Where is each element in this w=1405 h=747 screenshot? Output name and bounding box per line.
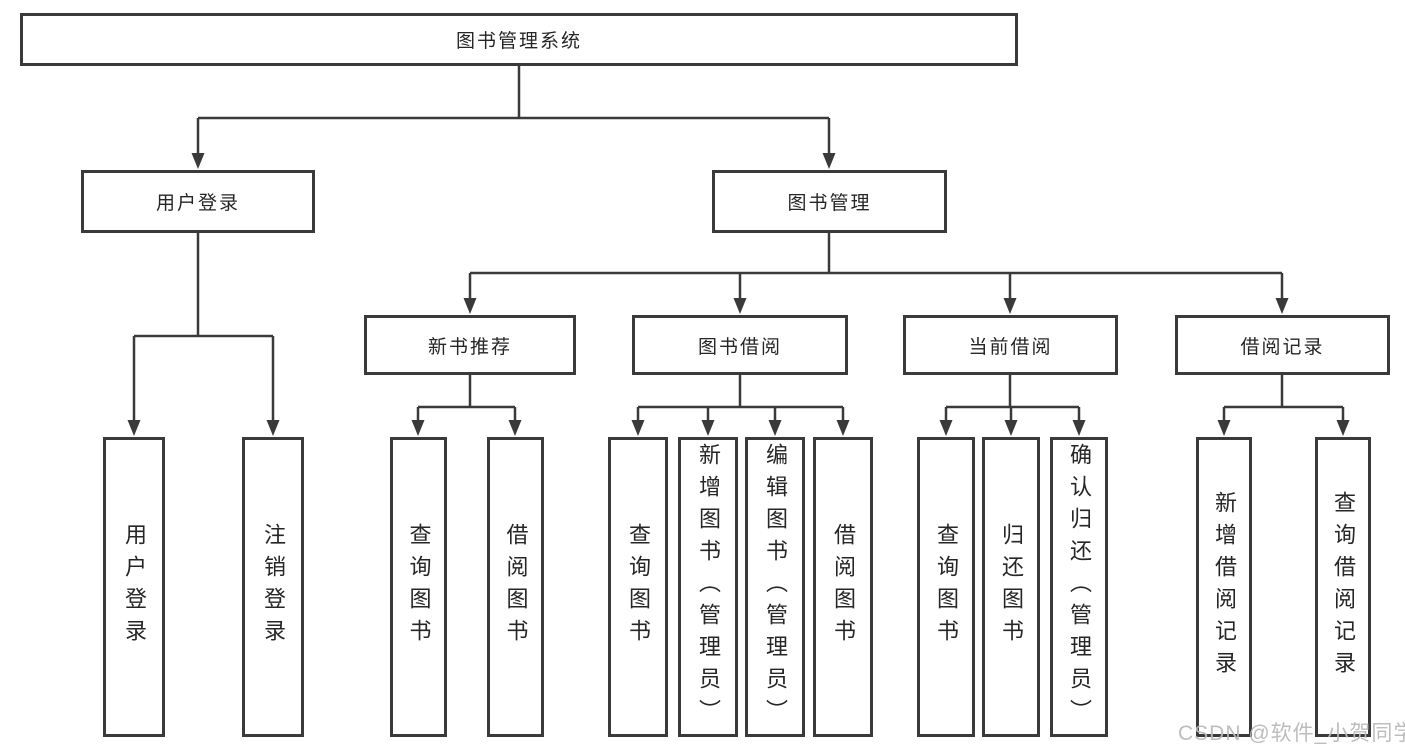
leaf-query-borrow-record: 查询借阅记录 <box>1315 437 1371 737</box>
node-new-book-recommend: 新书推荐 <box>364 315 576 375</box>
csdn-watermark: CSDN @软件_小贺同学 <box>1178 722 1405 745</box>
leaf-user-login: 用户登录 <box>103 437 165 737</box>
node-label: 查询借阅记录 <box>1331 491 1356 683</box>
node-label: 新增借阅记录 <box>1212 491 1237 683</box>
connector-bookmgmt-to-level3 <box>463 233 1289 314</box>
node-label: 新书推荐 <box>427 336 512 358</box>
connector-userlogin-to-leaves <box>127 233 280 436</box>
node-book-management: 图书管理 <box>712 170 947 233</box>
connector-newbooks-to-leaves <box>411 375 522 436</box>
connector-records-to-leaves <box>1217 375 1350 436</box>
node-label: 确认归还（管理员） <box>1067 443 1092 731</box>
leaf-query-books-borrowing: 查询图书 <box>608 437 668 737</box>
node-label: 查询图书 <box>934 523 959 651</box>
leaf-edit-books-admin: 编辑图书（管理员） <box>745 437 805 737</box>
leaf-query-books-current: 查询图书 <box>917 437 975 737</box>
node-label: 归还图书 <box>999 523 1024 651</box>
node-label: 图书借阅 <box>697 336 782 358</box>
node-label: 借阅记录 <box>1240 336 1325 358</box>
node-label: 编辑图书（管理员） <box>763 443 788 731</box>
leaf-return-books: 归还图书 <box>982 437 1040 737</box>
leaf-borrow-books-recommend: 借阅图书 <box>487 437 544 737</box>
node-label: 借阅图书 <box>503 523 529 651</box>
leaf-query-books-recommend: 查询图书 <box>390 437 447 737</box>
node-label: 查询图书 <box>626 523 651 651</box>
node-root-system: 图书管理系统 <box>20 13 1018 66</box>
node-label: 当前借阅 <box>968 336 1053 358</box>
node-book-borrowing: 图书借阅 <box>632 315 848 375</box>
node-label: 图书管理系统 <box>455 31 582 52</box>
leaf-confirm-return-admin: 确认归还（管理员） <box>1050 437 1108 737</box>
leaf-borrow-books: 借阅图书 <box>813 437 873 737</box>
node-label: 用户登录 <box>122 523 147 651</box>
node-current-borrowing: 当前借阅 <box>903 315 1118 375</box>
node-label: 查询图书 <box>406 523 432 651</box>
node-label: 用户登录 <box>155 193 240 214</box>
node-label: 图书管理 <box>787 193 872 214</box>
leaf-add-borrow-record: 新增借阅记录 <box>1196 437 1252 737</box>
node-label: 借阅图书 <box>831 523 856 651</box>
leaf-add-books-admin: 新增图书（管理员） <box>678 437 738 737</box>
leaf-logout: 注销登录 <box>242 437 304 737</box>
node-label: 注销登录 <box>261 523 286 651</box>
node-label: 新增图书（管理员） <box>696 443 721 731</box>
connector-borrowing-to-leaves <box>631 375 850 436</box>
connector-current-to-leaves <box>939 375 1086 436</box>
node-user-login: 用户登录 <box>81 170 315 233</box>
connector-root-to-level2 <box>191 66 836 169</box>
node-borrowing-records: 借阅记录 <box>1175 315 1390 375</box>
